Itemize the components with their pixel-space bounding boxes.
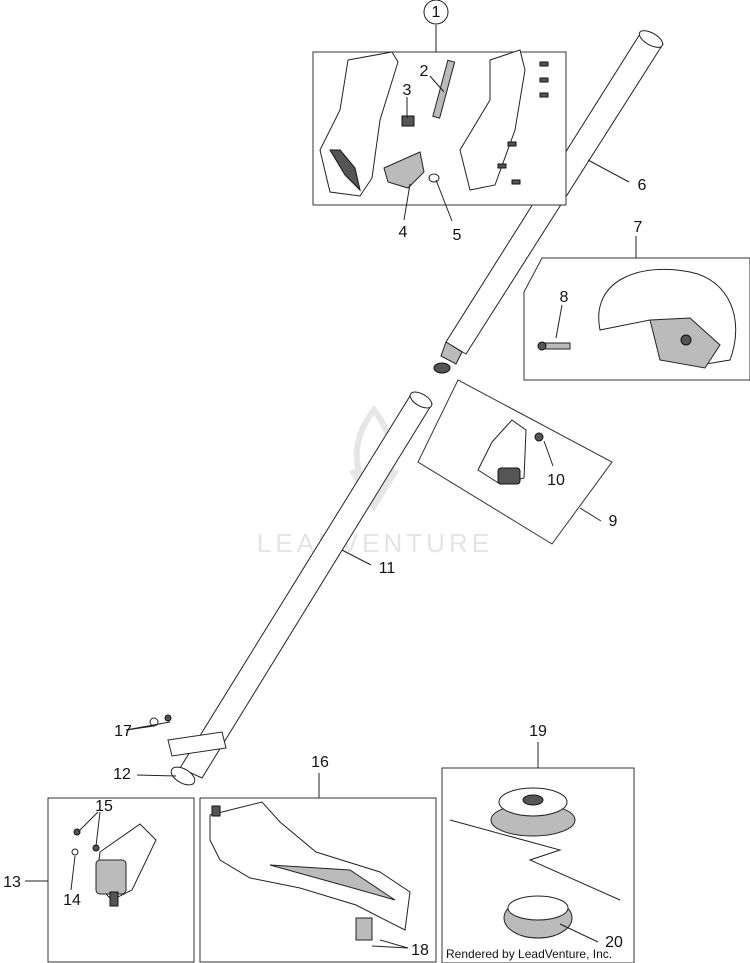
- callout-3: 3: [403, 82, 412, 99]
- callouts: 1 2 3 4 5 6 7 8 9 10 11 12 13 14 15 16 1…: [3, 4, 646, 959]
- callout-16: 16: [311, 754, 329, 771]
- watermark-text: LEADVENTURE: [257, 528, 493, 558]
- callout-5: 5: [453, 227, 462, 244]
- clamp-hardware: [149, 714, 227, 757]
- spool-box: [441, 767, 635, 963]
- callout-20: 20: [605, 934, 623, 951]
- callout-7: 7: [634, 219, 643, 236]
- callout-13: 13: [3, 874, 21, 891]
- callout-14: 14: [63, 892, 81, 909]
- gearhead-box: [47, 797, 195, 963]
- callout-8: 8: [560, 289, 569, 306]
- callout-1-circle: [423, 0, 449, 25]
- handle-housing-box: [312, 49, 567, 206]
- coupler-box: [417, 379, 613, 545]
- lower-shaft: [170, 391, 433, 786]
- callout-10: 10: [547, 472, 565, 489]
- callout-17: 17: [114, 723, 132, 740]
- guard-box: [199, 797, 437, 963]
- callout-6: 6: [638, 177, 647, 194]
- callout-19: 19: [529, 723, 547, 740]
- callout-9: 9: [609, 513, 618, 530]
- callout-15: 15: [95, 798, 113, 815]
- callout-1: 1: [432, 4, 441, 21]
- assist-handle-box: [523, 257, 750, 381]
- leader-lines: [25, 25, 637, 949]
- callout-2: 2: [420, 63, 429, 80]
- callout-18: 18: [411, 942, 429, 959]
- callout-12: 12: [113, 766, 131, 783]
- callout-11: 11: [379, 560, 396, 577]
- callout-4: 4: [399, 224, 408, 241]
- credit-text: Rendered by LeadVenture, Inc.: [446, 947, 612, 961]
